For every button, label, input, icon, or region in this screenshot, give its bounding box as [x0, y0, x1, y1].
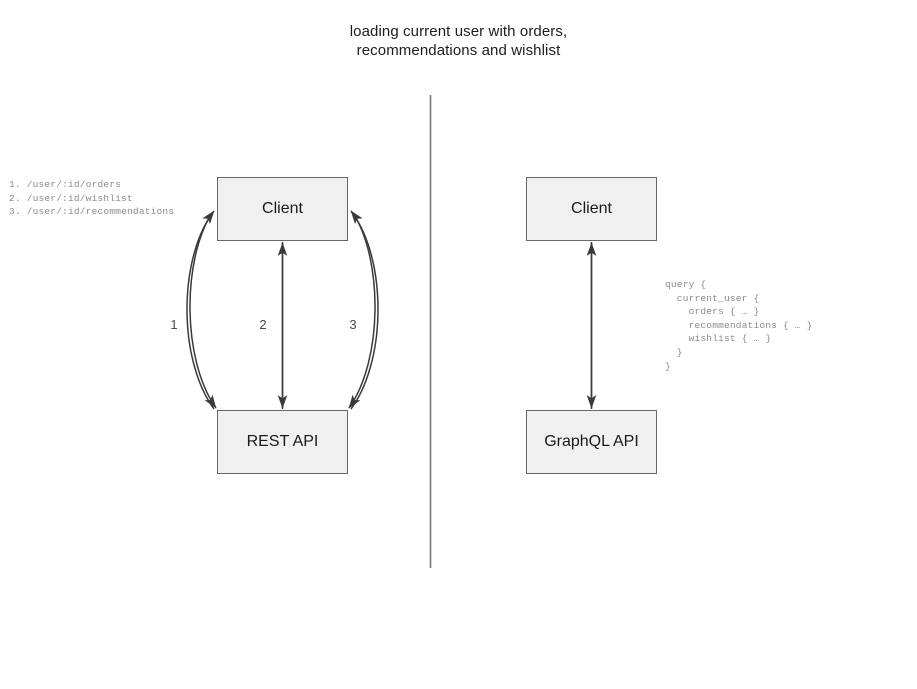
edge-orders-up: [186, 210, 215, 410]
node-client-rest[interactable]: Client: [217, 177, 348, 241]
edge-orders-down: [189, 212, 217, 409]
page-title: loading current user with orders, recomm…: [349, 23, 568, 59]
edge-recommendations-down: [348, 212, 376, 409]
graphql-query-snippet: query { current_user { orders { … } reco…: [665, 279, 813, 372]
edge-label-2: 2: [259, 317, 267, 332]
node-rest-api[interactable]: REST API: [217, 410, 348, 474]
node-client-graphql[interactable]: Client: [526, 177, 657, 241]
rest-endpoint-list: 1. /user/:id/orders 2. /user/:id/wishlis…: [9, 179, 175, 218]
edge-label-1: 1: [170, 317, 178, 332]
edge-recommendations-up: [350, 210, 379, 410]
node-graphql-api[interactable]: GraphQL API: [526, 410, 657, 474]
edge-label-3: 3: [349, 317, 357, 332]
